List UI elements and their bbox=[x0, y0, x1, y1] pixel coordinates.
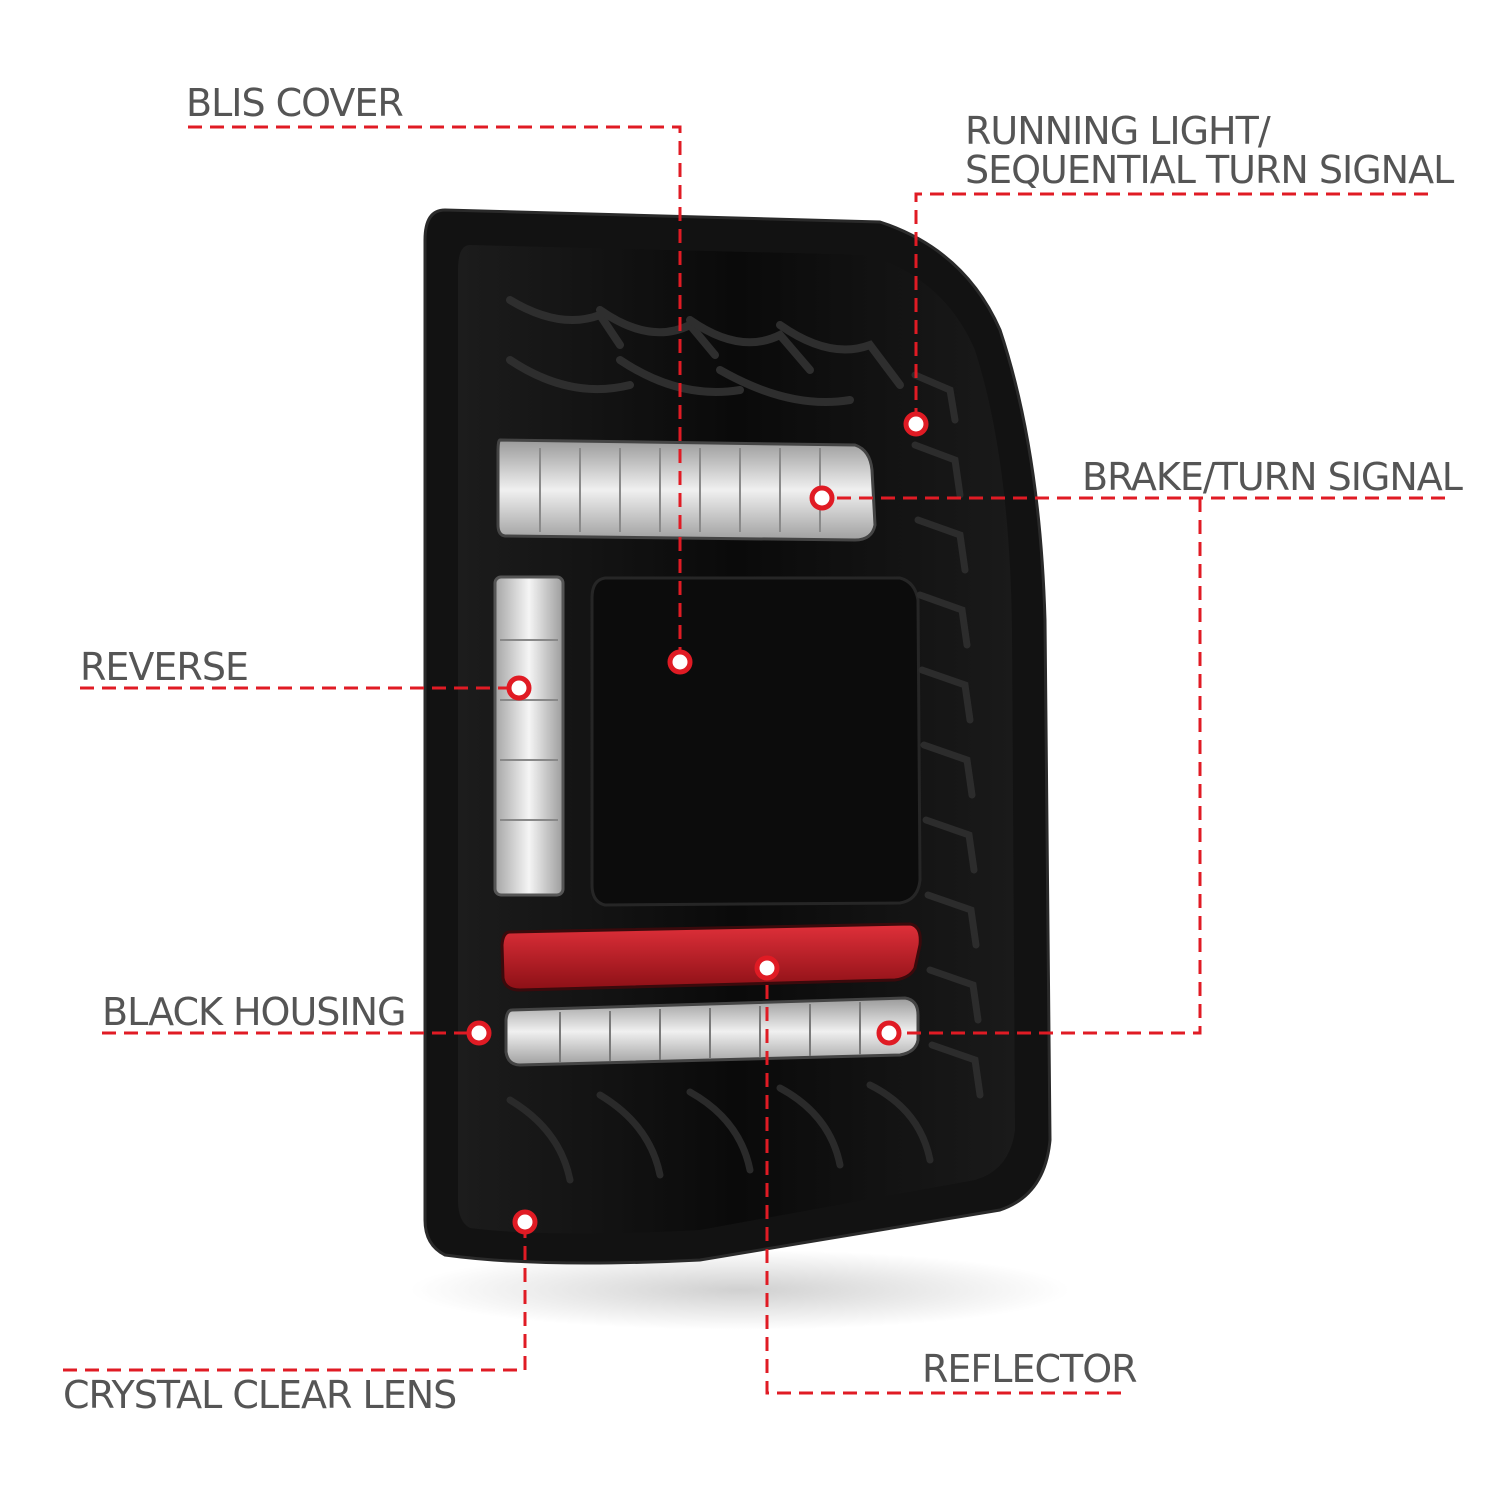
leader-crystal-clear-lens bbox=[63, 1222, 527, 1372]
reverse-lens-ribs bbox=[500, 639, 558, 821]
marker-brake-turn-lower bbox=[876, 1020, 902, 1046]
label-running-light-line1: RUNNING LIGHT/ bbox=[965, 109, 1271, 153]
label-running-light-line2: SEQUENTIAL TURN SIGNAL bbox=[965, 148, 1454, 192]
label-reverse: REVERSE bbox=[80, 645, 249, 689]
label-reflector: REFLECTOR bbox=[922, 1347, 1138, 1391]
marker-brake-turn-upper bbox=[809, 485, 835, 511]
floor-reflection bbox=[410, 1250, 1070, 1330]
reverse-lens bbox=[493, 575, 565, 897]
leader-blis-cover bbox=[188, 125, 682, 662]
marker-blis-cover bbox=[667, 649, 693, 675]
label-blis-cover: BLIS COVER bbox=[186, 81, 404, 125]
label-crystal-clear-lens: CRYSTAL CLEAR LENS bbox=[63, 1373, 457, 1417]
label-brake-turn-signal: BRAKE/TURN SIGNAL bbox=[1082, 455, 1463, 499]
marker-crystal-clear-lens bbox=[512, 1209, 538, 1235]
marker-running-light bbox=[903, 411, 929, 437]
bottom-sculpted-strips bbox=[506, 1081, 934, 1184]
marker-dots bbox=[466, 411, 929, 1235]
leader-lines bbox=[63, 125, 1445, 1395]
leader-running-light bbox=[914, 192, 1428, 424]
leader-brake-turn-lower bbox=[889, 498, 1202, 1035]
blis-cover-panel bbox=[590, 576, 922, 907]
lower-clear-lens bbox=[504, 996, 920, 1067]
top-sculpted-strips bbox=[506, 296, 904, 406]
leader-reflector bbox=[765, 968, 1121, 1395]
marker-black-housing bbox=[466, 1020, 492, 1046]
lower-lens-ribs bbox=[559, 1002, 861, 1062]
side-sequential-strips bbox=[911, 371, 984, 1099]
label-black-housing: BLACK HOUSING bbox=[102, 990, 406, 1034]
marker-reverse bbox=[506, 675, 532, 701]
marker-reflector bbox=[754, 955, 780, 981]
red-reflector bbox=[500, 922, 922, 992]
